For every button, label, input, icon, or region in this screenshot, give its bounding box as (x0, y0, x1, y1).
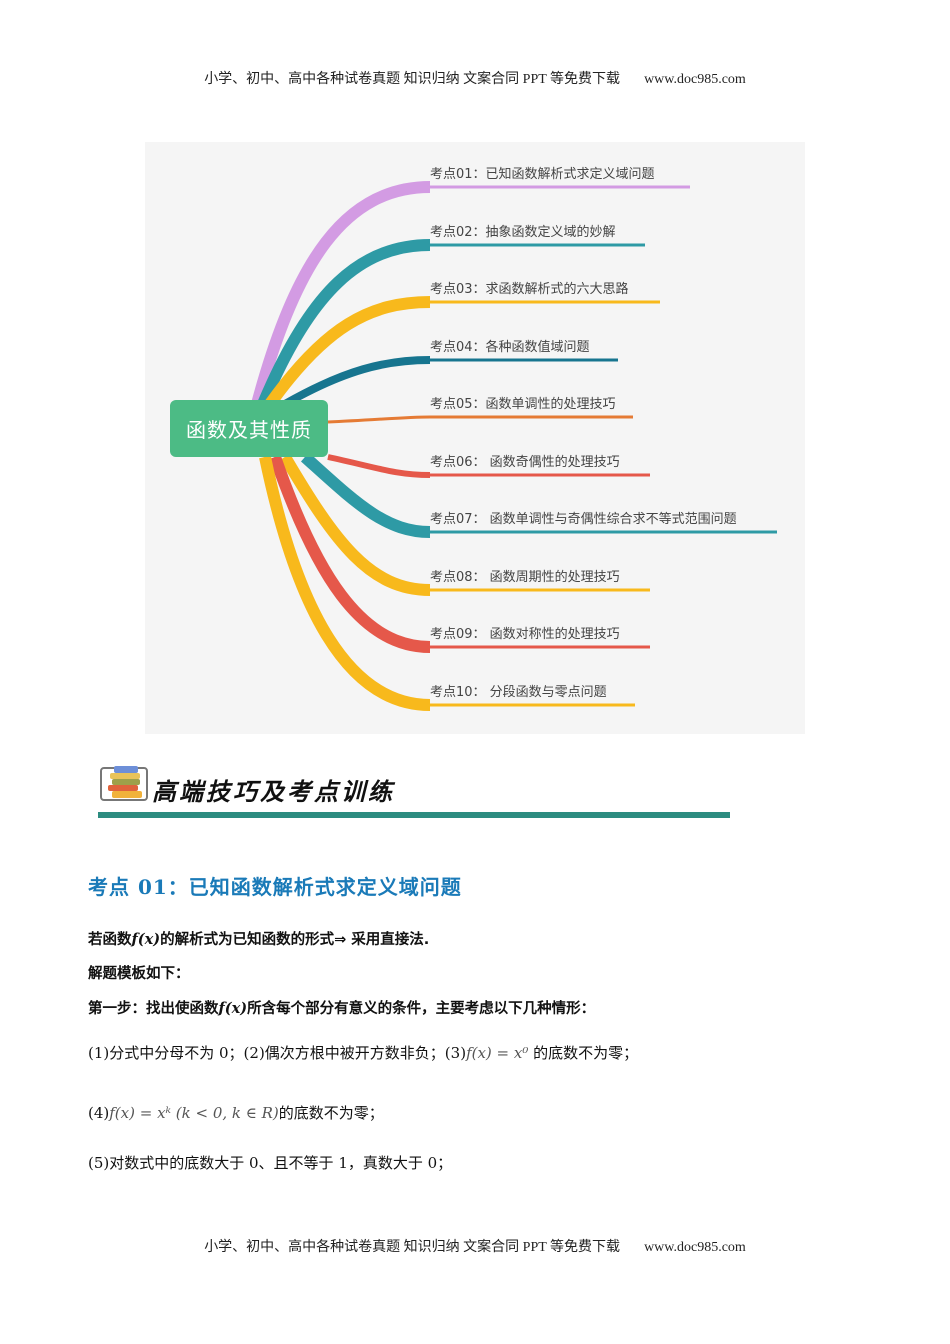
step-one-paragraph: 第一步：找出使函数f(x)所含每个部分有意义的条件，主要考虑以下几种情形： (88, 997, 595, 1018)
branch-label: 考点05：函数单调性的处理技巧 (430, 397, 616, 412)
banner-title: 高端技巧及考点训练 (152, 777, 395, 806)
text: 的底数不为零； (533, 1044, 639, 1062)
branch-label: 考点06： 函数奇偶性的处理技巧 (430, 455, 620, 470)
section-banner: 高端技巧及考点训练 (98, 762, 730, 820)
text: (4) (88, 1104, 110, 1122)
text: 的解析式为已知函数的形式⇒ 采用直接法. (160, 932, 430, 948)
text: (1)分式中分母不为 0；(2)偶次方根中被开方数非负；(3) (88, 1044, 467, 1062)
branch-label: 考点02：抽象函数定义域的妙解 (430, 225, 616, 240)
branch-label: 考点09： 函数对称性的处理技巧 (430, 627, 620, 642)
banner-divider (98, 812, 730, 818)
books-icon (100, 766, 148, 801)
mindmap-figure: 函数及其性质 考点01：已知函数解析式求定义域问题 考点02：抽象函数定义域的妙… (145, 142, 805, 734)
header-url[interactable]: www.doc985.com (644, 72, 746, 87)
fx-math: f(x) (218, 1000, 248, 1017)
section-title: 考点 01：已知函数解析式求定义域问题 (88, 875, 462, 899)
condition-1-3: (1)分式中分母不为 0；(2)偶次方根中被开方数非负；(3)f(x) = x⁰… (88, 1042, 638, 1063)
header-text: 小学、初中、高中各种试卷真题 知识归纳 文案合同 PPT 等免费下载 (204, 72, 621, 87)
text: 若函数 (88, 932, 132, 948)
intro-paragraph: 若函数f(x)的解析式为已知函数的形式⇒ 采用直接法. (88, 928, 429, 949)
mindmap-branches (251, 181, 777, 711)
branch-label: 考点01：已知函数解析式求定义域问题 (430, 167, 655, 182)
page-footer: 小学、初中、高中各种试卷真题 知识归纳 文案合同 PPT 等免费下载 www.do… (0, 1236, 950, 1256)
fx-math: f(x) (131, 931, 161, 948)
branch-label: 考点10： 分段函数与零点问题 (430, 685, 607, 700)
text: 第一步：找出使函数 (88, 1001, 219, 1017)
branch-label: 考点03：求函数解析式的六大思路 (430, 282, 629, 297)
text: 的底数不为零； (278, 1104, 384, 1122)
page-header: 小学、初中、高中各种试卷真题 知识归纳 文案合同 PPT 等免费下载 www.do… (0, 68, 950, 88)
footer-url[interactable]: www.doc985.com (644, 1240, 746, 1255)
footer-text: 小学、初中、高中各种试卷真题 知识归纳 文案合同 PPT 等免费下载 (204, 1240, 621, 1255)
mindmap-root-node: 函数及其性质 (170, 400, 328, 457)
math-formula: f(x) = x⁰ (466, 1044, 529, 1062)
template-heading: 解题模板如下： (88, 966, 190, 982)
text: 所含每个部分有意义的条件，主要考虑以下几种情形： (247, 1001, 596, 1017)
branch-label: 考点07： 函数单调性与奇偶性综合求不等式范围问题 (430, 512, 737, 527)
math-formula: f(x) = xᵏ (k < 0, k ∈ R) (109, 1104, 279, 1122)
condition-5: (5)对数式中的底数大于 0、且不等于 1，真数大于 0； (88, 1154, 453, 1172)
branch-label: 考点08： 函数周期性的处理技巧 (430, 570, 620, 585)
condition-4: (4)f(x) = xᵏ (k < 0, k ∈ R)的底数不为零； (88, 1102, 384, 1123)
branch-label: 考点04：各种函数值域问题 (430, 340, 590, 355)
